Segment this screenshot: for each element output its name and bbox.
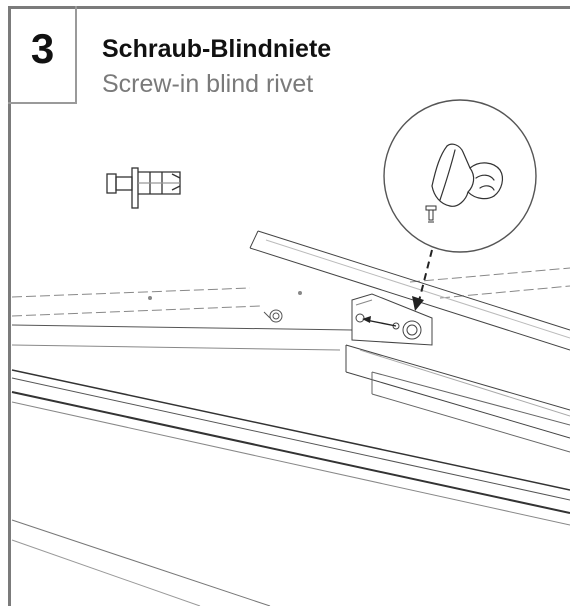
step-subtitle: Screw-in blind rivet [102,70,314,98]
detail-leader-line [412,249,433,311]
step-number-box: 3 [8,6,77,104]
frame-left-border [8,6,11,606]
frame-top-border [8,6,570,9]
step-title: Schraub-Blindniete [102,35,332,63]
hand-detail-icon [383,99,537,253]
insert-arrow [362,316,397,327]
step-number: 3 [30,25,55,72]
wall-rivet-icon [263,309,283,323]
blind-rivet-icon [106,167,181,209]
rail-assembly-drawing [11,230,570,606]
